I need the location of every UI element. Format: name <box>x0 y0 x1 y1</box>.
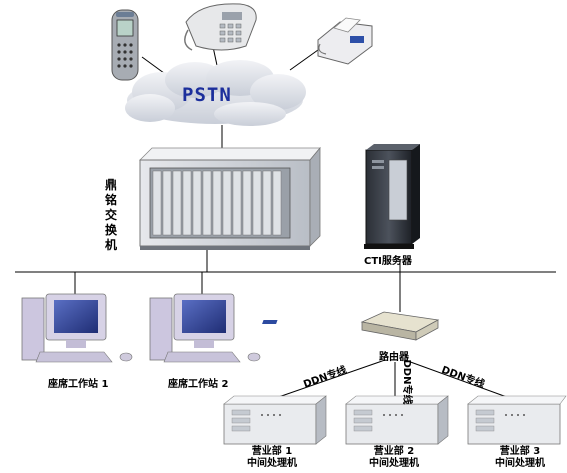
cti-server-icon <box>364 144 420 249</box>
router-icon <box>262 311 440 341</box>
link-label-middle: DDN专线 <box>401 360 414 405</box>
workstation-1-icon <box>21 293 133 363</box>
desk-phone-icon <box>184 3 257 51</box>
pstn-label: PSTN <box>182 84 232 106</box>
connection-lines <box>15 41 556 401</box>
branch-server-2-icon <box>345 395 449 445</box>
branch-2-role: 中间处理机 <box>369 458 419 469</box>
cti-server-label: CTI服务器 <box>364 256 412 267</box>
pstn-cloud <box>125 60 306 126</box>
branch-2-name: 营业部 2 <box>373 446 415 457</box>
branch-1-role: 中间处理机 <box>247 458 297 469</box>
workstation-1-label: 座席工作站 1 <box>48 379 109 390</box>
branch-server-1-icon <box>223 395 327 445</box>
workstation-2-label: 座席工作站 2 <box>168 379 229 390</box>
workstation-2-icon <box>149 293 261 363</box>
branch-3-role: 中间处理机 <box>495 458 545 469</box>
link-label-left: DDN专线 <box>301 363 348 391</box>
branch-1-name: 营业部 1 <box>251 446 293 457</box>
router-label: 路由器 <box>379 352 409 363</box>
line-router-branch1 <box>269 359 386 401</box>
switch-label: 鼎铭交换机 <box>104 178 117 252</box>
line-fax-pstn <box>289 49 319 71</box>
branch-server-3-icon <box>467 395 567 445</box>
line-router-branch3 <box>404 359 516 401</box>
branch-3-name: 营业部 3 <box>499 446 541 457</box>
branch-1-label: 营业部 1 中间处理机 <box>240 446 304 470</box>
branch-3-label: 营业部 3 中间处理机 <box>488 446 552 470</box>
switch-cabinet-icon <box>139 146 321 250</box>
fax-machine-icon <box>317 17 373 65</box>
branch-2-label: 营业部 2 中间处理机 <box>362 446 426 470</box>
link-label-right: DDN专线 <box>440 363 487 391</box>
mobile-phone-icon <box>111 9 139 81</box>
